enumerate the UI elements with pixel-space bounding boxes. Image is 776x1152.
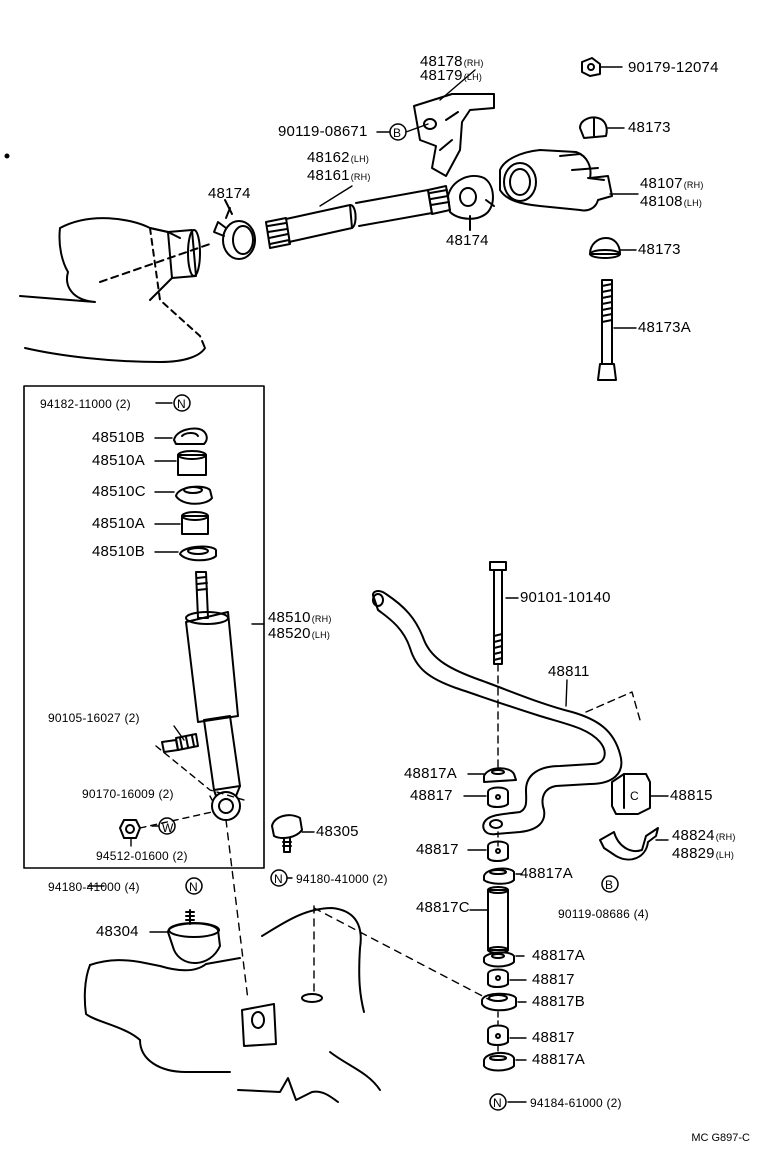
stray-dot xyxy=(4,153,10,159)
label-48108: 48108(LH) xyxy=(640,193,703,210)
label-48817A-2: 48817A xyxy=(520,865,573,882)
stabilizer-bracket-48824 xyxy=(599,827,659,861)
stabilizer-bar xyxy=(372,590,623,836)
mark-b-90119-08686: B xyxy=(605,878,614,892)
shock-mount-cushions xyxy=(173,427,217,562)
bolt-90105 xyxy=(161,733,199,753)
label-48179: 48179(LH) xyxy=(420,67,483,84)
label-90105-16027: 90105-16027 (2) xyxy=(48,711,140,725)
torsion-bar-boot-right xyxy=(447,175,495,220)
shock-lower-bracket xyxy=(241,1003,277,1047)
label-48173A: 48173A xyxy=(638,319,691,336)
label-48817A-1: 48817A xyxy=(404,765,457,782)
torque-arm-bracket xyxy=(413,93,495,177)
mark-b-90119-08671: B xyxy=(393,126,402,140)
label-94180-41000-right: 94180-41000 (2) xyxy=(296,872,388,886)
washer-frame xyxy=(301,993,323,1003)
label-48510C: 48510C xyxy=(92,483,146,500)
label-94180-41000-left: 94180-41000 (4) xyxy=(48,880,140,894)
bump-stopper-48305 xyxy=(271,814,303,853)
label-94182-11000: 94182-11000 (2) xyxy=(40,397,131,411)
circled-marks xyxy=(158,123,619,1111)
label-94512-01600: 94512-01600 (2) xyxy=(96,849,188,863)
label-48161: 48161(RH) xyxy=(307,167,371,184)
label-48520: 48520(LH) xyxy=(268,625,331,642)
frame-outline xyxy=(83,907,381,1103)
label-48510A-2: 48510A xyxy=(92,515,145,532)
torque-arm xyxy=(499,149,613,212)
bolt-48173A xyxy=(597,279,617,381)
label-48107: 48107(RH) xyxy=(640,175,704,192)
bushing-48173-top xyxy=(579,116,608,139)
label-90101-10140: 90101-10140 xyxy=(520,589,611,606)
stabilizer-link-parts xyxy=(481,767,517,1072)
guide-lines-lower xyxy=(225,819,491,1001)
arm-pivot-bushing xyxy=(149,227,201,301)
stabilizer-bushing-48815 xyxy=(611,773,651,815)
bolt-90105-guide xyxy=(155,745,245,801)
nut-90179 xyxy=(581,57,601,77)
label-48817A-4: 48817A xyxy=(532,1051,585,1068)
label-48817-2: 48817 xyxy=(416,841,459,858)
label-90119-08686: 90119-08686 (4) xyxy=(558,907,649,921)
label-90119-08671: 90119-08671 xyxy=(278,123,368,140)
bump-stopper-48304 xyxy=(167,909,221,964)
mark-w-94512: W xyxy=(162,821,174,835)
label-48817-1: 48817 xyxy=(410,787,453,804)
label-48178: 48178(RH) xyxy=(420,53,484,70)
lower-arm-outline xyxy=(19,217,206,363)
label-94184-61000: 94184-61000 (2) xyxy=(530,1096,622,1110)
mark-c-48815: C xyxy=(630,789,639,803)
label-48817-3: 48817 xyxy=(532,971,575,988)
leader-lines-right xyxy=(87,402,568,1103)
torsion-bar xyxy=(265,185,451,249)
mark-n-94180-right: N xyxy=(274,872,283,886)
label-48304: 48304 xyxy=(96,923,139,940)
label-48817-4: 48817 xyxy=(532,1029,575,1046)
label-90170-16009: 90170-16009 (2) xyxy=(82,787,174,801)
mark-n-94180-left: N xyxy=(189,880,198,894)
label-48824: 48824(RH) xyxy=(672,827,736,844)
label-48510A-1: 48510A xyxy=(92,452,145,469)
label-48817C: 48817C xyxy=(416,899,470,916)
leader-lines-box xyxy=(130,437,265,847)
shock-absorber-box xyxy=(23,385,265,869)
torsion-bar-cap-left xyxy=(213,207,256,260)
bushing-48173-mid xyxy=(589,237,621,259)
label-48173-top: 48173 xyxy=(628,119,671,136)
label-48510B-2: 48510B xyxy=(92,543,145,560)
label-48162: 48162(LH) xyxy=(307,149,370,166)
label-48829: 48829(LH) xyxy=(672,845,735,862)
label-90179-12074: 90179-12074 xyxy=(628,59,719,76)
mark-n-94182: N xyxy=(177,397,186,411)
label-48510B-1: 48510B xyxy=(92,429,145,446)
label-48173-mid: 48173 xyxy=(638,241,681,258)
label-48817A-3: 48817A xyxy=(532,947,585,964)
label-48305: 48305 xyxy=(316,823,359,840)
drawing-code: MC G897-C xyxy=(691,1132,750,1144)
label-48510: 48510(RH) xyxy=(268,609,332,626)
label-48811: 48811 xyxy=(548,663,590,680)
label-48817B: 48817B xyxy=(532,993,585,1010)
label-48174-left: 48174 xyxy=(208,185,251,202)
leader-lines-top xyxy=(319,66,639,329)
bolt-90101 xyxy=(489,561,507,665)
shock-absorber xyxy=(185,571,241,821)
mark-n-94184: N xyxy=(493,1096,502,1110)
label-48815: 48815 xyxy=(670,787,713,804)
nut-90170 xyxy=(119,819,141,839)
label-48174-right: 48174 xyxy=(446,232,489,249)
stabilizer-guide xyxy=(585,691,641,721)
